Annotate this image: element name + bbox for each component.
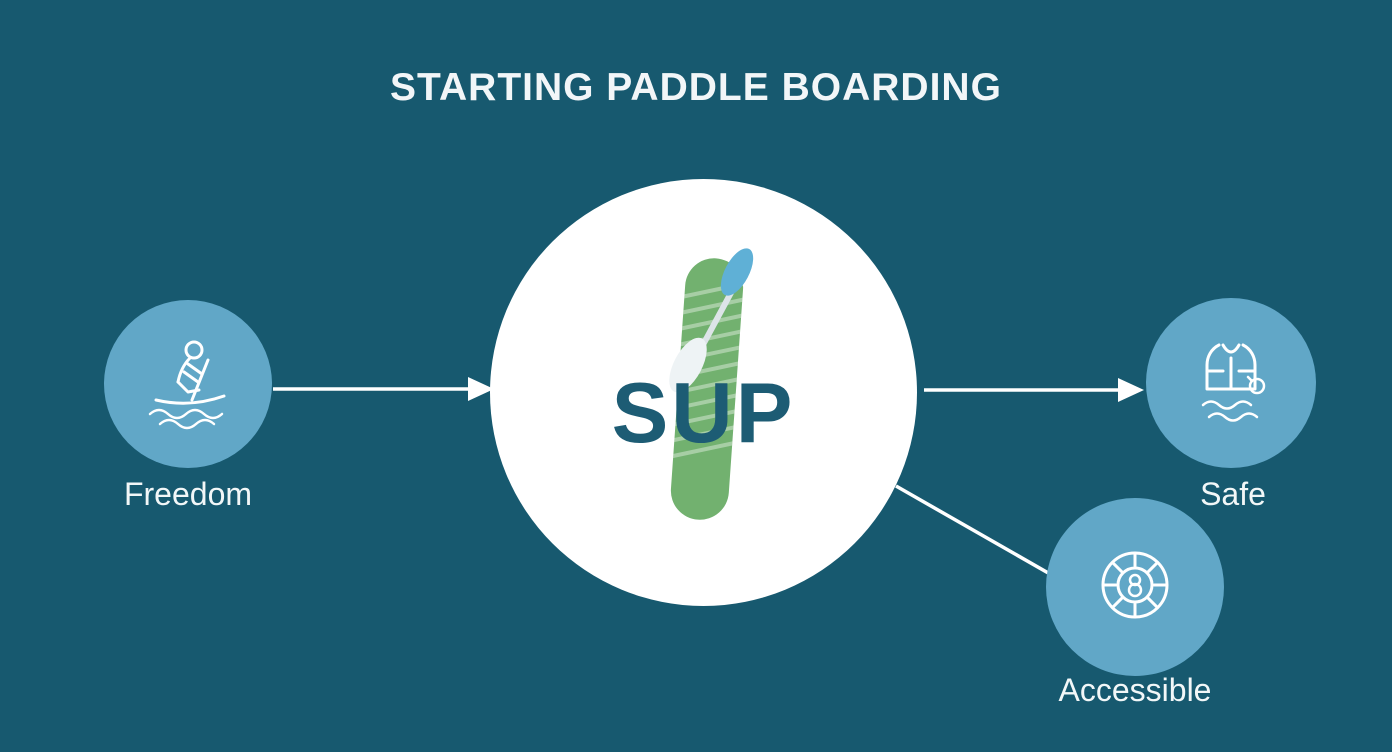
node-label-safe: Safe <box>1200 476 1266 512</box>
arrow-freedom-to-center <box>273 377 494 401</box>
paddle-shape <box>669 248 754 393</box>
paddleboard-with-paddle-icon <box>668 248 754 520</box>
node-accessible <box>1046 498 1224 676</box>
page-title: STARTING PADDLE BOARDING <box>390 66 1002 109</box>
node-freedom <box>104 300 272 468</box>
node-label-freedom: Freedom <box>123 476 253 512</box>
arrow-center-to-safe <box>924 378 1144 402</box>
wheel-icon <box>1101 551 1169 619</box>
paddleboarder-icon <box>148 340 226 430</box>
node-safe <box>1146 298 1316 468</box>
line-center-to-accessible <box>895 484 1065 584</box>
paddleboard-shape <box>668 258 746 520</box>
center-node-sup: SUP <box>490 179 917 606</box>
life-vest-icon <box>1201 343 1266 422</box>
sup-label: SUP <box>611 366 796 461</box>
node-label-accessible: Accessible <box>1058 672 1212 708</box>
